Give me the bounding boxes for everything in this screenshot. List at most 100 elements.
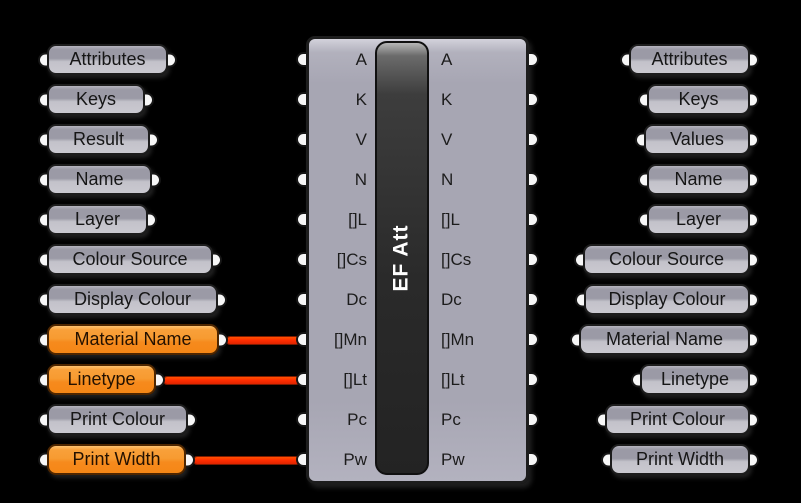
input-port-v[interactable] bbox=[296, 132, 306, 147]
input-port[interactable] bbox=[38, 92, 47, 107]
input-port-pc[interactable] bbox=[296, 412, 306, 427]
output-port[interactable] bbox=[750, 452, 759, 467]
input-port[interactable] bbox=[38, 132, 47, 147]
output-label-dc: Dc bbox=[441, 290, 462, 309]
output-port[interactable] bbox=[148, 212, 157, 227]
param-left-display-colour[interactable]: Display Colour bbox=[38, 284, 227, 315]
output-port-pc[interactable] bbox=[529, 412, 539, 427]
output-port-l[interactable] bbox=[529, 212, 539, 227]
input-port-cs[interactable] bbox=[296, 252, 306, 267]
output-port[interactable] bbox=[750, 372, 759, 387]
component-name: EF Att bbox=[390, 224, 414, 292]
param-right-display-colour[interactable]: Display Colour bbox=[575, 284, 759, 315]
output-port-mn[interactable] bbox=[529, 332, 539, 347]
output-port[interactable] bbox=[750, 292, 759, 307]
output-label-cs: []Cs bbox=[441, 250, 472, 269]
output-port[interactable] bbox=[750, 332, 759, 347]
output-port-v[interactable] bbox=[529, 132, 539, 147]
output-port-n[interactable] bbox=[529, 172, 539, 187]
input-port[interactable] bbox=[570, 332, 579, 347]
input-port[interactable] bbox=[38, 252, 47, 267]
param-left-print-width[interactable]: Print Width bbox=[38, 444, 195, 475]
input-port[interactable] bbox=[38, 292, 47, 307]
input-port[interactable] bbox=[601, 452, 610, 467]
output-port[interactable] bbox=[750, 172, 759, 187]
output-label-k: K bbox=[441, 90, 453, 109]
input-port-a[interactable] bbox=[296, 52, 306, 67]
output-port[interactable] bbox=[750, 52, 759, 67]
output-port[interactable] bbox=[218, 292, 227, 307]
output-port[interactable] bbox=[188, 412, 197, 427]
input-port[interactable] bbox=[38, 332, 47, 347]
output-port-a[interactable] bbox=[529, 52, 539, 67]
param-right-print-width[interactable]: Print Width bbox=[601, 444, 759, 475]
param-right-layer[interactable]: Layer bbox=[638, 204, 759, 235]
param-left-linetype[interactable]: Linetype bbox=[38, 364, 165, 395]
input-port[interactable] bbox=[575, 292, 584, 307]
output-port[interactable] bbox=[219, 332, 228, 347]
input-port-k[interactable] bbox=[296, 92, 306, 107]
output-port-k[interactable] bbox=[529, 92, 539, 107]
wire-print-width-to-pw[interactable] bbox=[194, 457, 299, 464]
output-port[interactable] bbox=[186, 452, 195, 467]
input-port[interactable] bbox=[638, 92, 647, 107]
param-right-colour-source[interactable]: Colour Source bbox=[574, 244, 759, 275]
output-port-pw[interactable] bbox=[529, 452, 539, 467]
output-port[interactable] bbox=[750, 92, 759, 107]
param-left-print-colour[interactable]: Print Colour bbox=[38, 404, 197, 435]
param-right-name[interactable]: Name bbox=[638, 164, 759, 195]
input-port[interactable] bbox=[38, 212, 47, 227]
input-port[interactable] bbox=[38, 372, 47, 387]
param-left-layer[interactable]: Layer bbox=[38, 204, 157, 235]
wire-material-name-to-mn[interactable] bbox=[227, 337, 299, 344]
output-port[interactable] bbox=[750, 412, 759, 427]
wire-linetype-to-lt[interactable] bbox=[164, 377, 299, 384]
input-port[interactable] bbox=[638, 212, 647, 227]
param-right-values[interactable]: Values bbox=[635, 124, 759, 155]
output-port[interactable] bbox=[750, 252, 759, 267]
input-port[interactable] bbox=[638, 172, 647, 187]
input-port-lt[interactable] bbox=[296, 372, 306, 387]
output-port[interactable] bbox=[168, 52, 177, 67]
param-left-colour-source[interactable]: Colour Source bbox=[38, 244, 222, 275]
input-port[interactable] bbox=[38, 172, 47, 187]
param-left-keys[interactable]: Keys bbox=[38, 84, 154, 115]
input-port[interactable] bbox=[38, 412, 47, 427]
input-port[interactable] bbox=[38, 452, 47, 467]
output-port[interactable] bbox=[213, 252, 222, 267]
output-port-lt[interactable] bbox=[529, 372, 539, 387]
param-right-keys[interactable]: Keys bbox=[638, 84, 759, 115]
param-left-result[interactable]: Result bbox=[38, 124, 159, 155]
input-label-a: A bbox=[355, 50, 367, 69]
input-port[interactable] bbox=[574, 252, 583, 267]
output-port[interactable] bbox=[750, 212, 759, 227]
output-port[interactable] bbox=[145, 92, 154, 107]
param-left-name[interactable]: Name bbox=[38, 164, 161, 195]
param-right-material-name[interactable]: Material Name bbox=[570, 324, 759, 355]
param-right-linetype[interactable]: Linetype bbox=[631, 364, 759, 395]
component-ef-att[interactable]: EF Att A K V N []L []Cs Dc []Mn []Lt Pc … bbox=[296, 36, 539, 484]
output-port[interactable] bbox=[156, 372, 165, 387]
param-right-print-colour[interactable]: Print Colour bbox=[596, 404, 759, 435]
output-port[interactable] bbox=[152, 172, 161, 187]
param-label: Attributes bbox=[69, 49, 146, 69]
output-port[interactable] bbox=[150, 132, 159, 147]
input-port[interactable] bbox=[635, 132, 644, 147]
input-port[interactable] bbox=[631, 372, 640, 387]
output-port[interactable] bbox=[750, 132, 759, 147]
input-port[interactable] bbox=[38, 52, 47, 67]
input-port[interactable] bbox=[596, 412, 605, 427]
input-port-pw[interactable] bbox=[296, 452, 306, 467]
param-left-attributes[interactable]: Attributes bbox=[38, 44, 177, 75]
output-port-cs[interactable] bbox=[529, 252, 539, 267]
input-port-dc[interactable] bbox=[296, 292, 306, 307]
input-port-n[interactable] bbox=[296, 172, 306, 187]
param-right-attributes[interactable]: Attributes bbox=[620, 44, 759, 75]
input-label-l: []L bbox=[348, 210, 367, 229]
output-port-dc[interactable] bbox=[529, 292, 539, 307]
input-port-l[interactable] bbox=[296, 212, 306, 227]
input-port-mn[interactable] bbox=[296, 332, 306, 347]
param-left-material-name[interactable]: Material Name bbox=[38, 324, 228, 355]
input-port[interactable] bbox=[620, 52, 629, 67]
